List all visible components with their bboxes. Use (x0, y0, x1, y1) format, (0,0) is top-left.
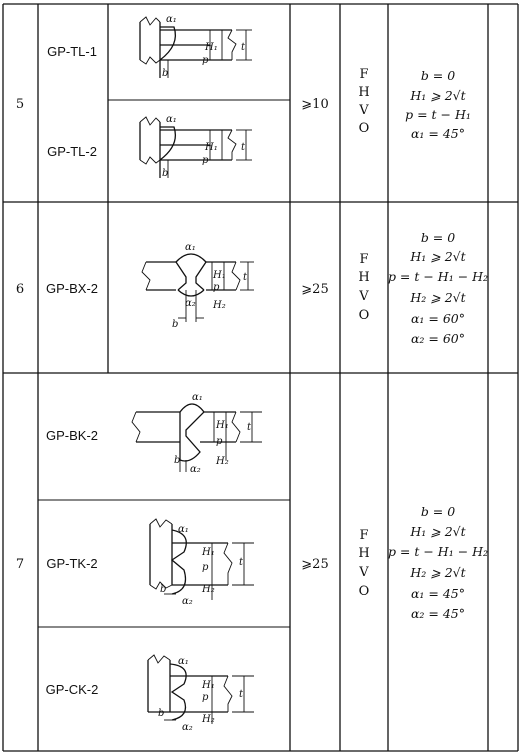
t-label: t (241, 142, 246, 153)
alpha2-label: α₂ (182, 596, 193, 607)
condition-line: α₁ = 60° (411, 311, 465, 326)
b-label: b (160, 584, 166, 595)
alpha1-label: α₁ (178, 656, 189, 667)
p-label: p (216, 436, 223, 447)
t-label: t (243, 272, 248, 283)
joint-code: GP-TL-2 (47, 144, 97, 159)
joint-code: GP-TK-2 (46, 556, 97, 571)
condition-line: p = t − H₁ (405, 107, 471, 122)
position-letter: F (359, 528, 368, 543)
condition-line: H₂ ⩾ 2√t (409, 290, 466, 305)
p-label: p (202, 562, 209, 573)
row-number: 7 (16, 557, 24, 572)
joint-diagram-gp-tl-1: α₁ H₁ p t b (139, 14, 252, 79)
b-label: b (172, 319, 178, 330)
position-letter: F (359, 67, 368, 82)
b-label: b (162, 168, 168, 179)
p-label: p (202, 692, 209, 703)
condition-line: H₁ ⩾ 2√t (409, 88, 466, 103)
condition-line: α₁ = 45° (411, 586, 465, 601)
condition-line: b = 0 (421, 504, 455, 519)
h2-label: H₂ (212, 300, 226, 311)
conditions-group-7: b = 0 H₁ ⩾ 2√t p = t − H₁ − H₂ H₂ ⩾ 2√t … (388, 504, 488, 621)
joint-diagram-gp-ck-2: α₁ H₁ p H₂ t α₂ b (147, 654, 254, 733)
alpha1-label: α₁ (166, 14, 177, 25)
condition-line: α₁ = 45° (411, 126, 465, 141)
alpha2-label: α₂ (182, 722, 193, 733)
alpha1-label: α₁ (192, 392, 203, 403)
positions-group-5: F H V O (358, 67, 369, 136)
condition-line: α₂ = 60° (411, 331, 465, 346)
condition-line: H₁ ⩾ 2√t (409, 249, 466, 264)
joint-code: GP-TL-1 (47, 44, 97, 59)
position-letter: V (358, 289, 369, 304)
position-letter: H (358, 270, 369, 285)
h1-label: H₁ (201, 680, 215, 691)
thickness-value: ⩾25 (301, 557, 328, 572)
joint-diagram-gp-tl-2: α₁ H₁ p t b (139, 114, 252, 179)
alpha1-label: α₁ (166, 114, 177, 125)
joint-diagram-gp-bx-2: α₁ H₁ p H₂ t α₂ b (141, 242, 254, 330)
joint-diagram-gp-tk-2: α₁ H₁ p H₂ t α₂ b (149, 518, 254, 607)
position-letter: H (358, 546, 369, 561)
h2-label: H₂ (215, 456, 229, 467)
h1-label: H₁ (204, 42, 218, 53)
condition-line: b = 0 (421, 230, 455, 245)
t-label: t (247, 422, 252, 433)
condition-line: H₂ ⩾ 2√t (409, 565, 466, 580)
b-label: b (158, 708, 164, 719)
condition-line: p = t − H₁ − H₂ (388, 544, 488, 559)
alpha1-label: α₁ (178, 524, 189, 535)
position-letter: O (359, 121, 370, 136)
p-label: p (213, 282, 220, 293)
t-label: t (239, 557, 244, 568)
t-label: t (241, 42, 246, 53)
t-label: t (239, 689, 244, 700)
position-letter: O (359, 308, 370, 323)
row-number: 6 (16, 282, 24, 297)
h2-label: H₂ (201, 584, 215, 595)
h1-label: H₁ (212, 270, 226, 281)
alpha2-label: α₂ (190, 464, 201, 475)
thickness-value: ⩾10 (301, 97, 328, 112)
joint-diagram-gp-bk-2: α₁ H₁ p H₂ t α₂ b (131, 392, 262, 475)
joint-code: GP-BK-2 (46, 428, 98, 443)
table-grid (2, 3, 519, 752)
joint-code: GP-BX-2 (46, 281, 98, 296)
joint-code: GP-CK-2 (46, 682, 99, 697)
position-letter: H (358, 85, 369, 100)
condition-line: H₁ ⩾ 2√t (409, 524, 466, 539)
position-letter: V (358, 565, 369, 580)
alpha1-label: α₁ (185, 242, 196, 253)
conditions-group-5: b = 0 H₁ ⩾ 2√t p = t − H₁ α₁ = 45° (405, 68, 471, 141)
positions-group-7: F H V O (358, 528, 369, 599)
h1-label: H₁ (215, 420, 229, 431)
p-label: p (202, 155, 209, 166)
b-label: b (174, 455, 180, 466)
condition-line: α₂ = 45° (411, 606, 465, 621)
alpha2-label: α₂ (185, 298, 196, 309)
condition-line: p = t − H₁ − H₂ (388, 269, 488, 284)
h1-label: H₁ (204, 142, 218, 153)
h1-label: H₁ (201, 547, 215, 558)
b-label: b (162, 68, 168, 79)
p-label: p (202, 55, 209, 66)
h2-label: H₂ (201, 714, 215, 725)
thickness-value: ⩾25 (301, 282, 328, 297)
positions-group-6: F H V O (358, 252, 369, 323)
position-letter: F (359, 252, 368, 267)
row-number: 5 (16, 97, 24, 112)
condition-line: b = 0 (421, 68, 455, 83)
position-letter: V (358, 103, 369, 118)
conditions-group-6: b = 0 H₁ ⩾ 2√t p = t − H₁ − H₂ H₂ ⩾ 2√t … (388, 230, 488, 346)
position-letter: O (359, 584, 370, 599)
